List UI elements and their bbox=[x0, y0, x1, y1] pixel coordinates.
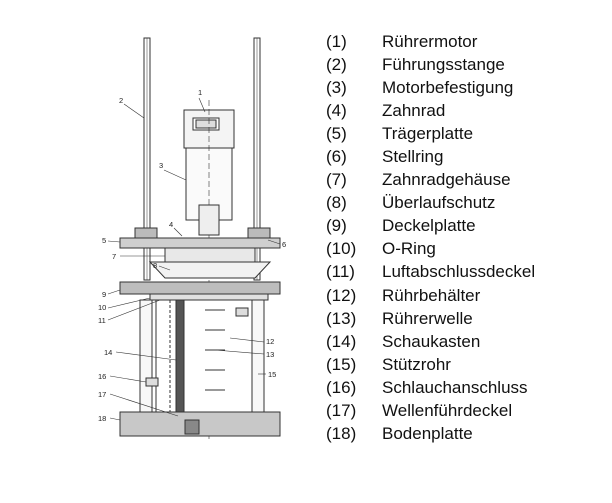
legend-item-label: Motorbefestigung bbox=[382, 77, 514, 97]
legend-item-label: Wellenführdeckel bbox=[382, 401, 513, 421]
callout-11: 11 bbox=[98, 316, 106, 325]
legend-item-number: (6) bbox=[326, 147, 347, 167]
legend-item-label: Rührerwelle bbox=[382, 308, 473, 328]
callout-10: 10 bbox=[98, 303, 106, 312]
callout-2: 2 bbox=[119, 96, 123, 105]
callout-13: 13 bbox=[266, 350, 274, 359]
legend-item: (17) Wellenführdeckel bbox=[326, 400, 606, 423]
legend-item-label: Stützrohr bbox=[382, 354, 451, 374]
legend-item: (1) Rührermotor bbox=[326, 30, 606, 53]
parts-legend: (1) Rührermotor (2) Führungsstange (3) Motorb… bbox=[326, 30, 606, 446]
legend-item: (5) Trägerplatte bbox=[326, 122, 606, 145]
legend-item-number: (10) bbox=[326, 239, 357, 259]
legend-item: (13) Rührerwelle bbox=[326, 307, 606, 330]
legend-item-number: (2) bbox=[326, 54, 347, 74]
callout-4: 4 bbox=[169, 220, 173, 229]
callout-6: 6 bbox=[282, 240, 286, 249]
legend-item-number: (17) bbox=[326, 401, 357, 421]
stirrer-motor bbox=[183, 100, 235, 440]
callout-17: 17 bbox=[98, 390, 106, 399]
legend-item-number: (8) bbox=[326, 193, 347, 213]
legend-item: (14) Schaukasten bbox=[326, 330, 606, 353]
legend-item-number: (3) bbox=[326, 77, 347, 97]
legend-item: (15) Stützrohr bbox=[326, 353, 606, 376]
legend-item-label: Führungsstange bbox=[382, 54, 505, 74]
legend-item-label: Zahnradgehäuse bbox=[382, 170, 511, 190]
support-tube-right bbox=[251, 299, 265, 413]
legend-item-label: Deckelplatte bbox=[382, 216, 476, 236]
callout-9: 9 bbox=[102, 290, 106, 299]
callout-8: 8 bbox=[153, 261, 157, 270]
legend-item-label: Stellring bbox=[382, 147, 444, 167]
legend-item-number: (7) bbox=[326, 170, 347, 190]
apparatus-drawing: 1 2 3 4 5 6 7 8 9 10 11 12 13 14 15 16 1… bbox=[98, 37, 286, 440]
legend-item: (2) Führungsstange bbox=[326, 53, 606, 76]
lid-plate bbox=[119, 281, 281, 301]
hose-connection bbox=[145, 307, 249, 387]
legend-item: (18) Bodenplatte bbox=[326, 423, 606, 446]
callout-15: 15 bbox=[268, 370, 276, 379]
legend-item: (12) Rührbehälter bbox=[326, 284, 606, 307]
legend-item-number: (12) bbox=[326, 285, 357, 305]
legend-item-label: O-Ring bbox=[382, 239, 436, 259]
stirring-vessel bbox=[155, 299, 265, 413]
legend-item: (16) Schlauchanschluss bbox=[326, 376, 606, 399]
legend-item: (11) Luftabschlussdeckel bbox=[326, 261, 606, 284]
legend-item-label: Bodenplatte bbox=[382, 424, 473, 444]
leader-lines bbox=[107, 97, 281, 421]
base-plate bbox=[119, 411, 281, 437]
legend-item: (4) Zahnrad bbox=[326, 99, 606, 122]
legend-item-number: (18) bbox=[326, 424, 357, 444]
callout-5: 5 bbox=[102, 236, 106, 245]
legend-item-label: Schaukasten bbox=[382, 331, 481, 351]
legend-item-label: Schlauchanschluss bbox=[382, 377, 528, 397]
legend-item-number: (16) bbox=[326, 377, 357, 397]
legend-item-number: (1) bbox=[326, 31, 347, 51]
legend-item: (8) Überlaufschutz bbox=[326, 192, 606, 215]
legend-item-number: (9) bbox=[326, 216, 347, 236]
legend-item: (10) O-Ring bbox=[326, 238, 606, 261]
legend-item: (7) Zahnradgehäuse bbox=[326, 169, 606, 192]
legend-item-number: (15) bbox=[326, 354, 357, 374]
legend-item-number: (13) bbox=[326, 308, 357, 328]
legend-item-label: Luftabschlussdeckel bbox=[382, 262, 536, 282]
callout-18: 18 bbox=[98, 414, 106, 423]
callout-1: 1 bbox=[198, 88, 202, 97]
legend-item-number: (11) bbox=[326, 262, 355, 282]
legend-item-number: (4) bbox=[326, 100, 347, 120]
callout-7: 7 bbox=[112, 252, 116, 261]
legend-item: (6) Stellring bbox=[326, 145, 606, 168]
legend-item-number: (14) bbox=[326, 331, 357, 351]
callout-12: 12 bbox=[266, 337, 274, 346]
legend-item: (3) Motorbefestigung bbox=[326, 76, 606, 99]
callout-16: 16 bbox=[98, 372, 106, 381]
gear-housing bbox=[148, 247, 272, 279]
legend-item-number: (5) bbox=[326, 123, 347, 143]
callout-3: 3 bbox=[159, 161, 163, 170]
legend-item-label: Rührbehälter bbox=[382, 285, 481, 305]
legend-item-label: Rührermotor bbox=[382, 31, 478, 51]
legend-item-label: Zahnrad bbox=[382, 100, 446, 120]
legend-item-label: Überlaufschutz bbox=[382, 193, 496, 213]
legend-item: (9) Deckelplatte bbox=[326, 215, 606, 238]
callout-14: 14 bbox=[104, 348, 112, 357]
legend-item-label: Trägerplatte bbox=[382, 123, 474, 143]
